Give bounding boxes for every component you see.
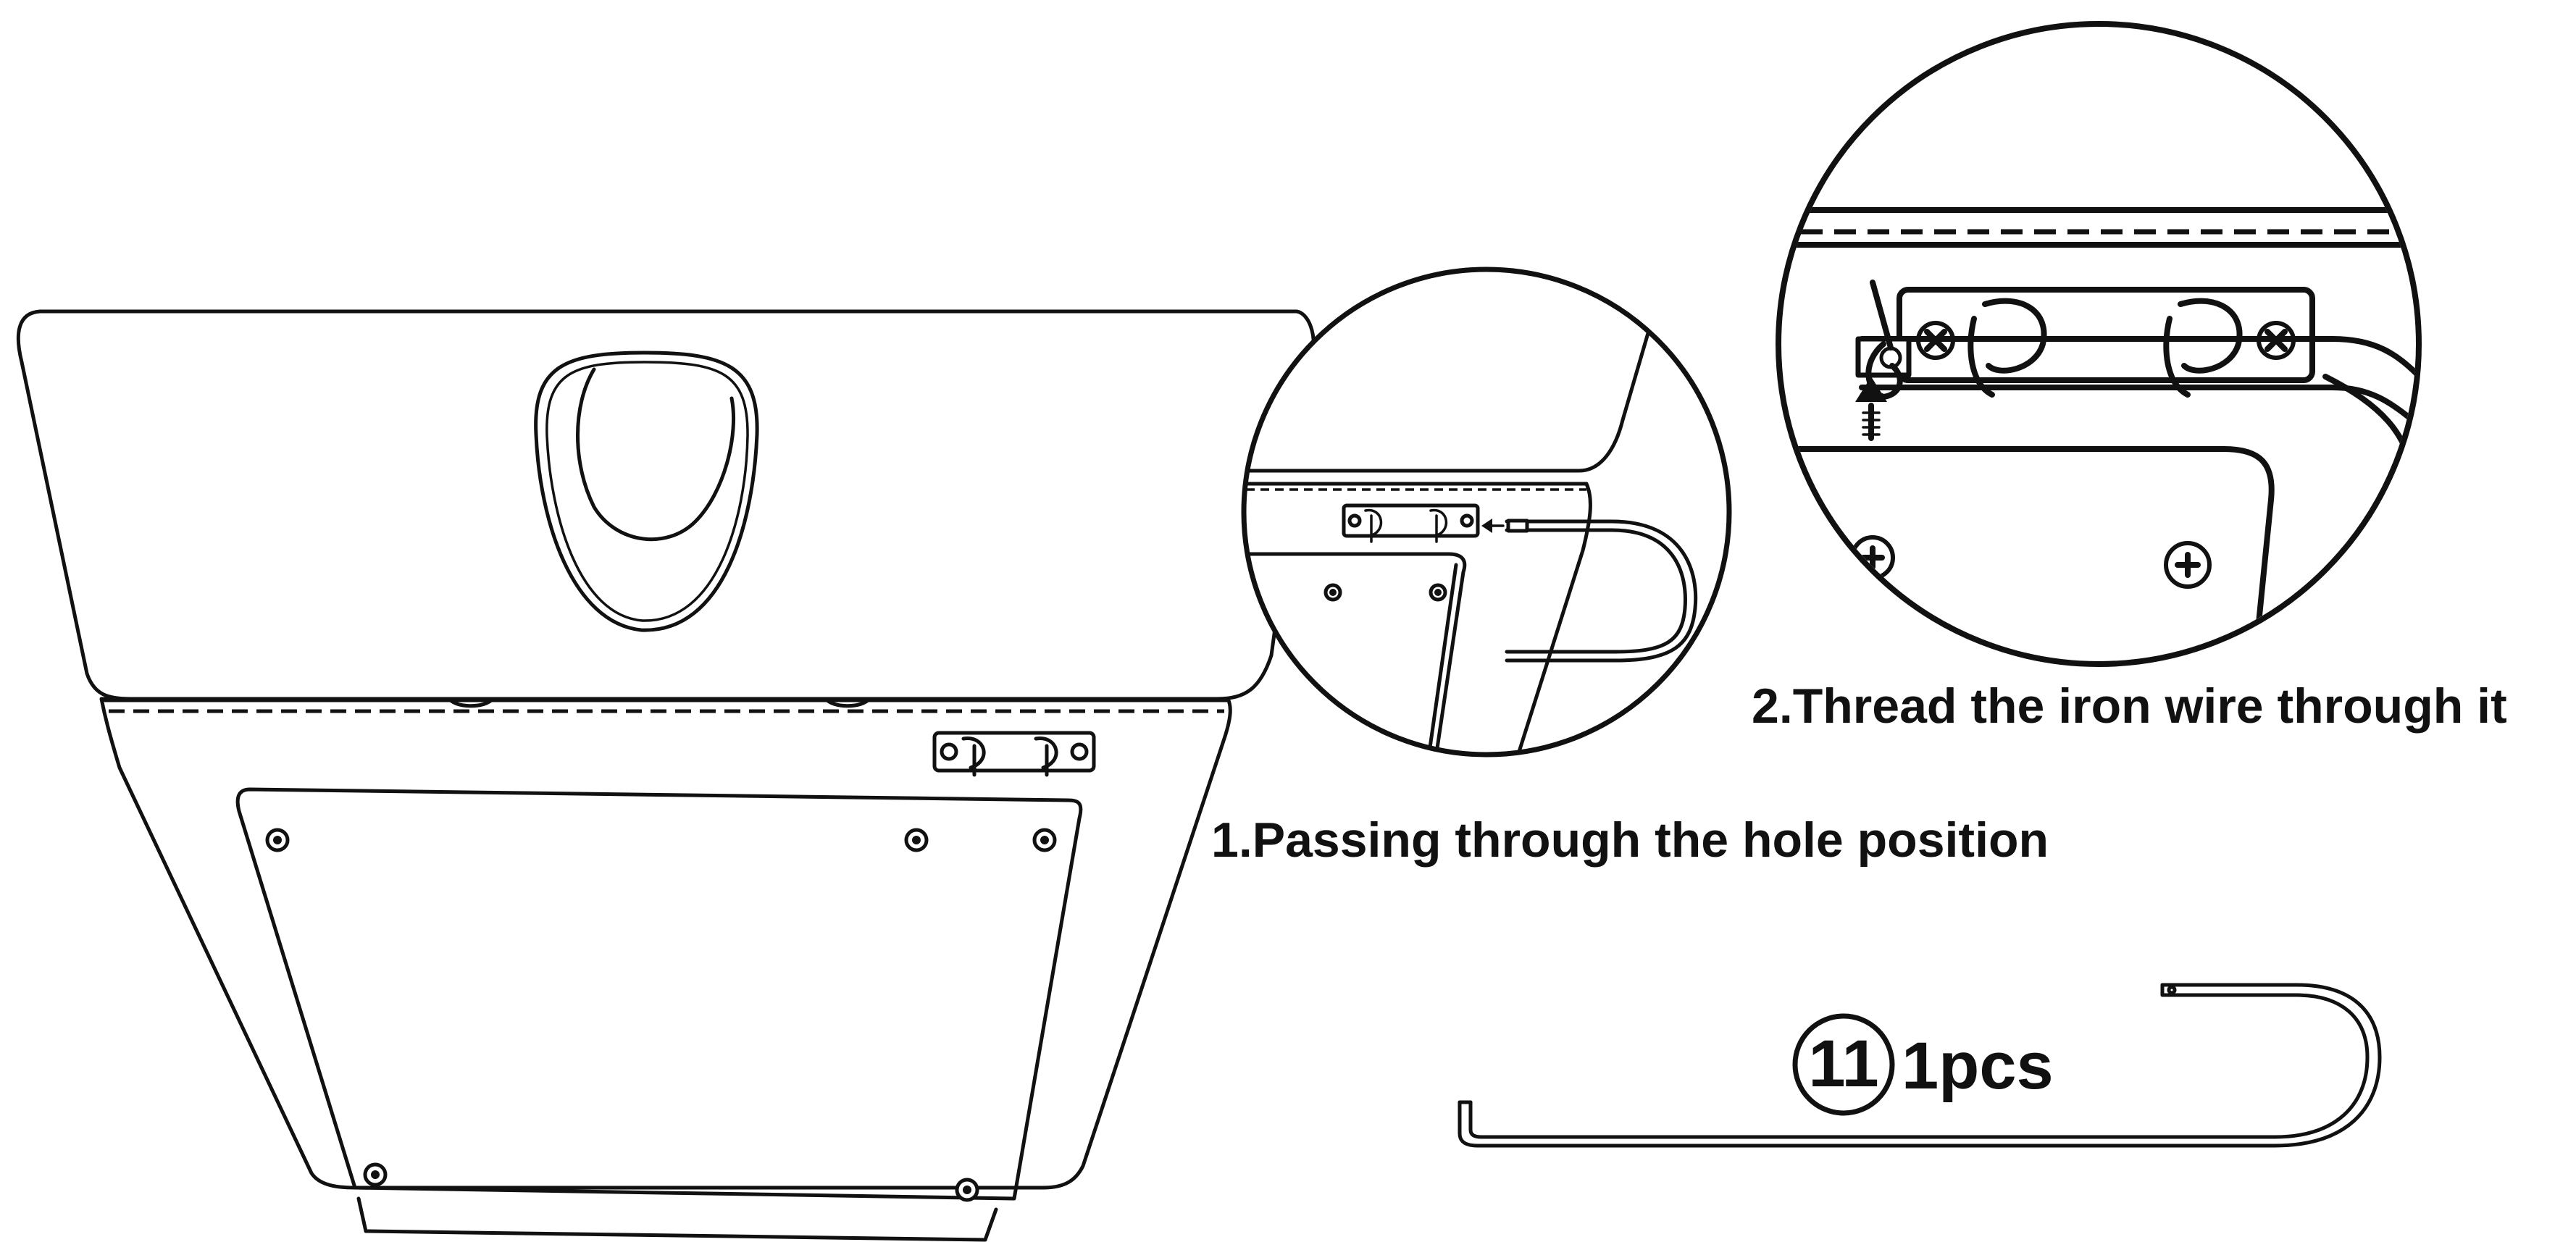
step-2-caption: 2.Thread the iron wire through it	[1752, 679, 2507, 734]
screw-icon	[1032, 828, 1057, 852]
wire-bracket	[932, 731, 1096, 777]
part-quantity: 1pcs	[1902, 1029, 2054, 1103]
cover-plate	[235, 787, 1083, 1201]
handle-opening-ring	[545, 361, 749, 622]
part-number-badge: 11	[1792, 1013, 1895, 1116]
detail-circle-1	[1241, 267, 1732, 758]
screw-icon	[2164, 541, 2212, 589]
headrest-cushion	[16, 309, 1316, 701]
chair-back-view	[16, 309, 1316, 1242]
screw-icon	[265, 828, 290, 852]
handle-opening-inner	[576, 367, 735, 542]
screw-icon	[955, 1178, 979, 1202]
handle-opening-outer	[534, 351, 759, 632]
screw-icon	[363, 1162, 388, 1187]
detail-circle-2	[1776, 21, 2422, 667]
step-1-caption: 1.Passing through the hole position	[1211, 813, 2049, 868]
iron-wire-part	[1458, 983, 2382, 1148]
small-bumps	[447, 697, 871, 708]
screw-icon	[904, 828, 929, 852]
bottom-edge	[356, 1196, 998, 1242]
part-number: 11	[1808, 1027, 1878, 1101]
